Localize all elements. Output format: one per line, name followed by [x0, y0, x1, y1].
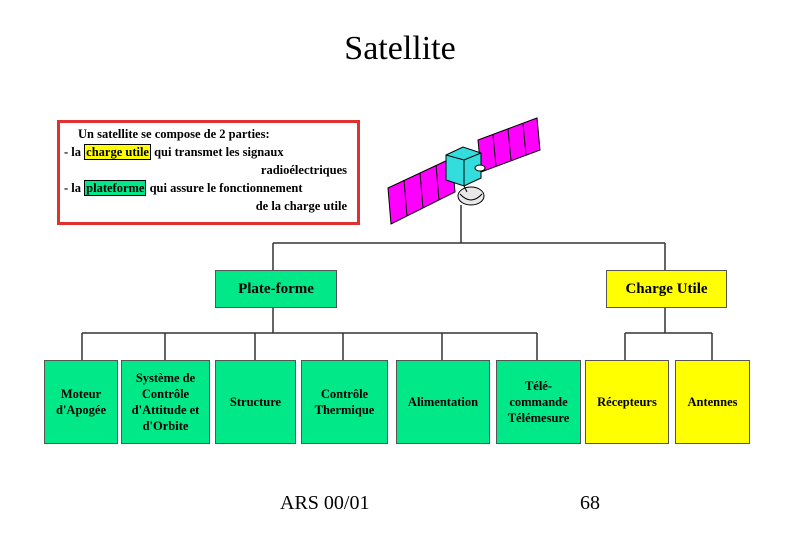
info-line-4: - la plateforme qui assure le fonctionne…: [64, 180, 303, 196]
node-charge-utile: Charge Utile: [606, 270, 727, 308]
node-antennes: Antennes: [675, 360, 750, 444]
node-telecommande-telemesure: Télé- commande Télémesure: [496, 360, 581, 444]
info-line-1: Un satellite se compose de 2 parties:: [78, 127, 270, 141]
footer-reference: ARS 00/01: [280, 492, 370, 514]
slide-title: Satellite: [344, 30, 456, 67]
info-line-5: de la charge utile: [255, 199, 347, 213]
node-recepteurs: Récepteurs: [585, 360, 669, 444]
node-structure: Structure: [215, 360, 296, 444]
node-alimentation: Alimentation: [396, 360, 490, 444]
antenna-dish: [457, 186, 485, 206]
satellite-icon: [387, 117, 541, 225]
node-controle-thermique: Contrôle Thermique: [301, 360, 388, 444]
page-number: 68: [580, 492, 600, 514]
solar-panel-right: [477, 117, 541, 173]
info-box: Un satellite se compose de 2 parties: - …: [57, 120, 360, 225]
connector-lines: [81, 205, 713, 360]
node-plate-forme: Plate-forme: [215, 270, 337, 308]
node-scao: Système de Contrôle d'Attitude et d'Orbi…: [121, 360, 210, 444]
highlight-plateforme: plateforme: [84, 180, 147, 196]
info-line-2: - la charge utile qui transmet les signa…: [64, 144, 284, 160]
node-moteur-apogee: Moteur d'Apogée: [44, 360, 118, 444]
highlight-charge-utile: charge utile: [84, 144, 151, 160]
info-line-3: radioélectriques: [260, 163, 347, 177]
